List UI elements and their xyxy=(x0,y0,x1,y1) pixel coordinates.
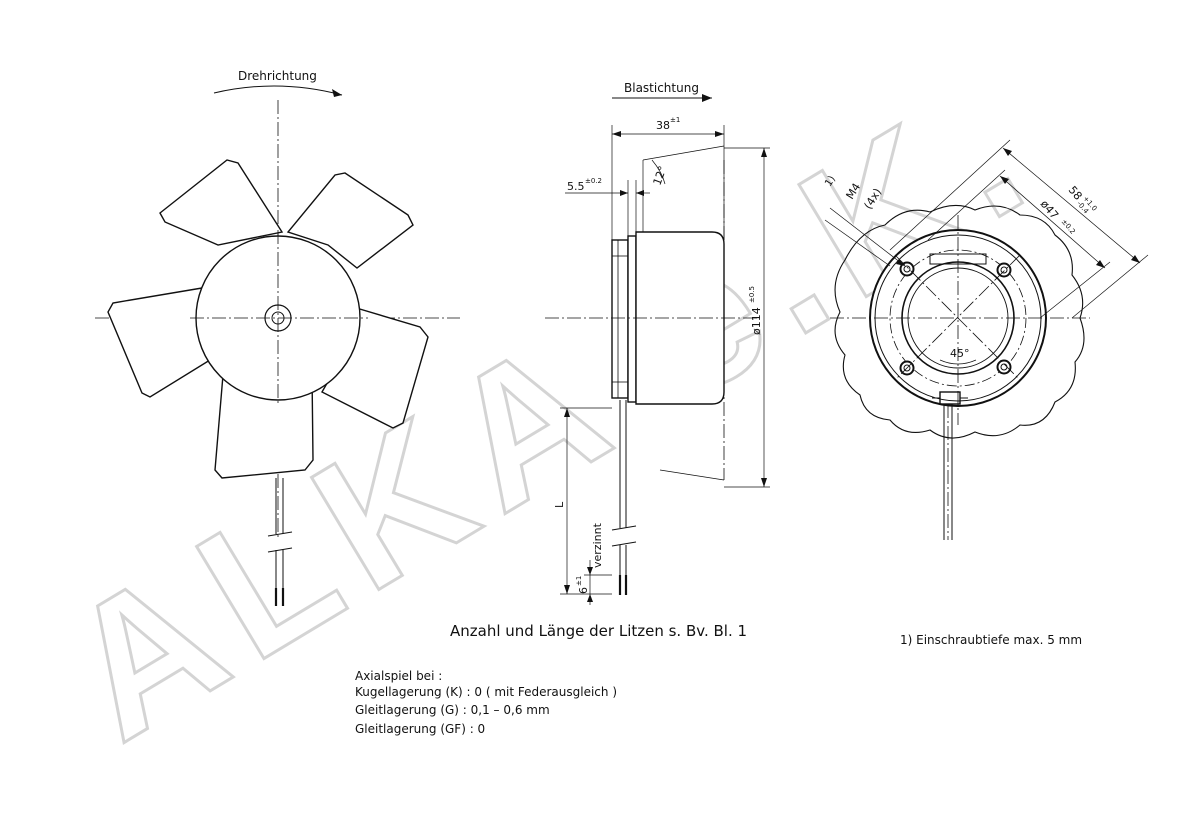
axial-line-3: Gleitlagerung (GF) : 0 xyxy=(355,722,485,736)
front-view: Drehrichtung xyxy=(95,69,460,606)
watermark: ALKA e.K. xyxy=(30,39,1071,782)
dim-depth-tol: ±1 xyxy=(670,116,680,124)
dim-flange-tol: ±0.2 xyxy=(585,177,602,185)
watermark-text: ALKA e.K. xyxy=(32,40,1070,780)
dim-angle: 12° xyxy=(651,164,670,187)
axial-title: Axialspiel bei : xyxy=(355,669,442,683)
dim-flange: 5.5 xyxy=(567,180,585,193)
rear-dim-angle: 45° xyxy=(950,347,970,360)
tinned-label: verzinnt xyxy=(591,522,604,568)
footnote-marker: 1) xyxy=(823,174,838,189)
notes: Anzahl und Länge der Litzen s. Bv. Bl. 1… xyxy=(355,622,1082,736)
dim-hole-circle-tol: ±0.2 xyxy=(1060,218,1077,236)
blade-left xyxy=(107,287,211,398)
axial-line-1: Kugellagerung (K) : 0 ( mit Federausglei… xyxy=(355,685,617,699)
dim-lead: L xyxy=(553,501,566,508)
dim-diameter: ø114 xyxy=(750,307,763,335)
side-view: Blastichtung 38 ±1 12° 5.5 ±0.2 xyxy=(545,81,770,605)
blade-top-right xyxy=(286,172,414,269)
footnote: 1) Einschraubtiefe max. 5 mm xyxy=(900,633,1082,647)
blade-top-left xyxy=(159,159,284,246)
rotation-label: Drehrichtung xyxy=(238,69,317,83)
axial-line-2: Gleitlagerung (G) : 0,1 – 0,6 mm xyxy=(355,703,550,717)
dim-depth: 38 xyxy=(656,119,670,132)
wires-note: Anzahl und Länge der Litzen s. Bv. Bl. 1 xyxy=(450,622,747,640)
dim-strip-tol: ±1 xyxy=(575,576,583,586)
flange-step xyxy=(627,235,637,403)
break-outline xyxy=(834,204,1085,439)
airflow-label: Blastichtung xyxy=(624,81,699,95)
dim-diameter-tol: ±0.5 xyxy=(748,286,756,303)
flange xyxy=(611,239,629,399)
dim-strip: 6 xyxy=(577,587,590,594)
